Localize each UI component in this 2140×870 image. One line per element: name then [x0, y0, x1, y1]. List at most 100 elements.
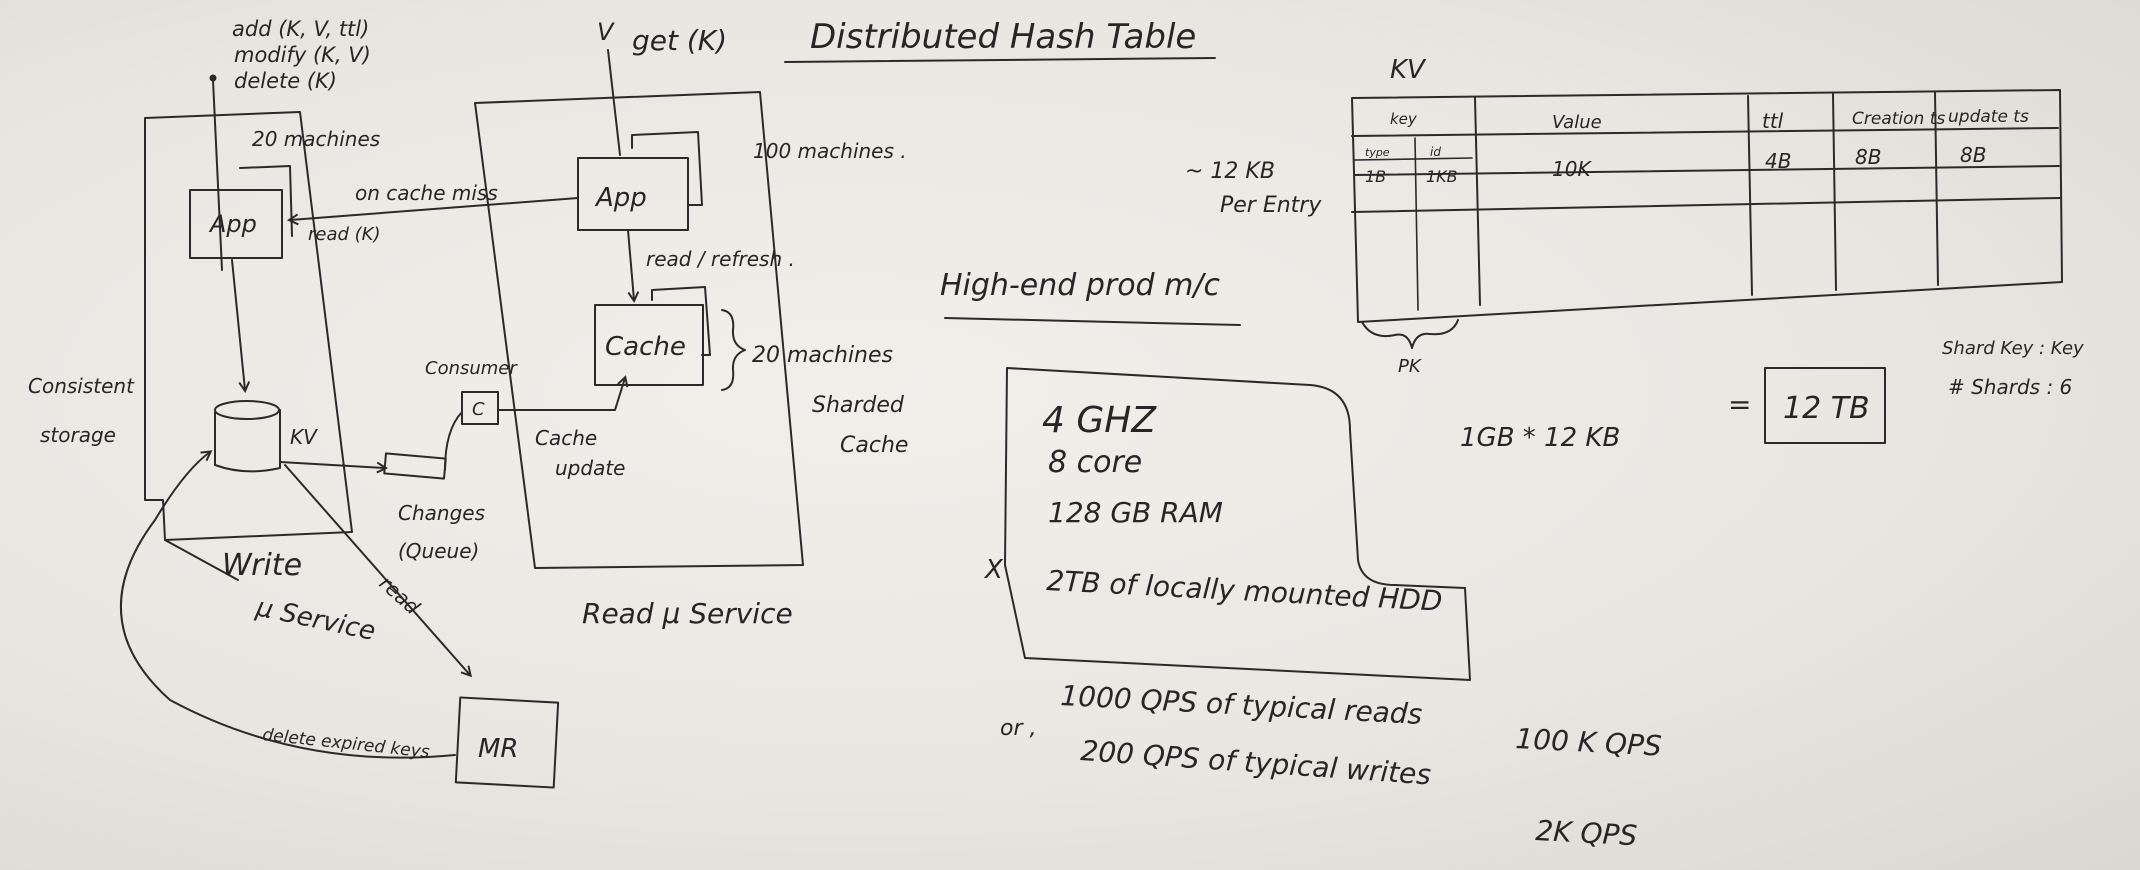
qps-writes-scaled: 2K QPS [1535, 814, 1638, 852]
kv-table-title: KV [1390, 55, 1427, 85]
spec-core: 8 core [1048, 445, 1142, 480]
app-to-cache-arrow [627, 229, 634, 300]
cache-label: Cache [605, 332, 686, 362]
shards-count: # Shards : 6 [1948, 375, 2072, 399]
kv-header-key: key [1390, 110, 1418, 128]
kv-label: KV [290, 425, 318, 449]
kv-col-id [1414, 137, 1419, 311]
cache-brace [721, 309, 746, 391]
queue-to-consumer [444, 411, 463, 471]
kv-col-update [1934, 91, 1939, 286]
kv-cell-creation: 8B [1855, 145, 1881, 169]
consumer-box [461, 391, 499, 425]
read-app-stack [631, 131, 703, 206]
kv-cylinder-top [214, 400, 280, 420]
kv-cell-value: 10K [1552, 157, 1592, 181]
op-delete: delete (K) [234, 69, 337, 93]
write-entry-dot [209, 74, 217, 82]
read-k: read (K) [308, 224, 381, 245]
changes-label: Changes [398, 501, 485, 525]
delete-expired-loop [119, 452, 456, 759]
sharded-label: Sharded [812, 393, 905, 418]
spec-ghz: 4 GHZ [1042, 400, 1157, 441]
consumer-box-label: C [472, 399, 485, 420]
cache-stack [651, 286, 711, 356]
kv-col-ttl [1747, 95, 1753, 296]
write-service-boundary [144, 111, 353, 541]
mr-label: MR [478, 734, 519, 764]
read-arrow-label: read [375, 571, 425, 619]
mr-box [454, 696, 560, 789]
kv-cell-type: 1B [1365, 167, 1386, 186]
cache-update-1: Cache [535, 426, 597, 450]
read-service-boundary [474, 91, 804, 569]
kv-table-outline [1351, 89, 2063, 323]
write-boundary-tail [164, 539, 239, 581]
kv-to-queue-arrow [279, 461, 385, 468]
read-arrow [284, 464, 470, 675]
on-cache-miss: on cache miss [355, 181, 498, 205]
spec-ram: 128 GB RAM [1048, 496, 1223, 529]
calc-eq: = [1728, 388, 1751, 421]
prod-title-underline [944, 317, 1241, 326]
write-app-box [189, 189, 283, 259]
kv-subheader-id: id [1430, 145, 1441, 159]
pk-label: PK [1398, 356, 1422, 377]
x-mark: X [983, 555, 1004, 585]
queue-label: (Queue) [398, 539, 479, 563]
shard-key: Shard Key : Key [1942, 338, 2084, 359]
v-label: V [597, 18, 615, 46]
delete-expired-label: delete expired keys [261, 725, 430, 762]
kv-header-update: update ts [1948, 107, 2029, 127]
get-entry-line [607, 49, 621, 156]
consumer-label: Consumer [425, 358, 518, 379]
entry-size: ~ 12 KB [1185, 159, 1275, 184]
qps-reads: 1000 QPS of typical reads [1060, 679, 1423, 731]
consistent-label: Consistent [28, 374, 135, 398]
write-service-label-2: μ Service [253, 592, 378, 647]
storage-label: storage [40, 423, 116, 447]
kv-table-header-line [1351, 127, 2059, 137]
app-to-kv-arrow [231, 259, 245, 390]
write-app-stack [239, 165, 293, 237]
write-app-machines: 20 machines [252, 127, 380, 151]
cache-box [594, 304, 704, 386]
get-op: get (K) [632, 24, 727, 57]
qps-reads-scaled: 100 K QPS [1515, 722, 1663, 763]
kv-header-creation: Creation ts [1852, 109, 1945, 129]
read-app-box [577, 157, 689, 231]
qps-writes: 200 QPS of typical writes [1080, 734, 1433, 791]
calc-result-box [1764, 367, 1886, 444]
cache-miss-arrow [290, 197, 579, 220]
read-app-machines: 100 machines . [753, 139, 907, 163]
op-modify: modify (K, V) [234, 43, 371, 67]
read-service-label: Read μ Service [582, 597, 793, 630]
kv-subheader-type: type [1365, 146, 1390, 159]
calc-left: 1GB * 12 KB [1460, 423, 1620, 453]
write-service-label-1: Write [222, 548, 302, 583]
specs-box [1004, 367, 1471, 681]
spec-hdd: 2TB of locally mounted HDD [1046, 564, 1444, 618]
read-app-label: App [594, 183, 647, 213]
kv-header-value: Value [1552, 112, 1602, 133]
write-app-label: App [208, 210, 257, 238]
pk-brace [1361, 319, 1459, 349]
calc-result: 12 TB [1783, 391, 1870, 426]
cache-update-2: update [555, 456, 625, 480]
title-underline [784, 57, 1216, 63]
kv-table-row-line-2 [1351, 197, 2061, 213]
or-mark: or , [1000, 716, 1037, 741]
read-refresh: read / refresh . [646, 247, 795, 271]
kv-col-creation [1832, 93, 1837, 291]
kv-cell-update: 8B [1960, 143, 1986, 167]
kv-table-row-line [1354, 165, 2060, 176]
changes-queue [383, 452, 447, 480]
kv-cell-id: 1KB [1426, 167, 1458, 186]
cache-machines: 20 machines [752, 343, 893, 368]
cache-note-label: Cache [840, 433, 908, 458]
cache-update-arrow [497, 378, 625, 411]
kv-subheader-line [1354, 157, 1473, 161]
title: Distributed Hash Table [810, 17, 1196, 57]
